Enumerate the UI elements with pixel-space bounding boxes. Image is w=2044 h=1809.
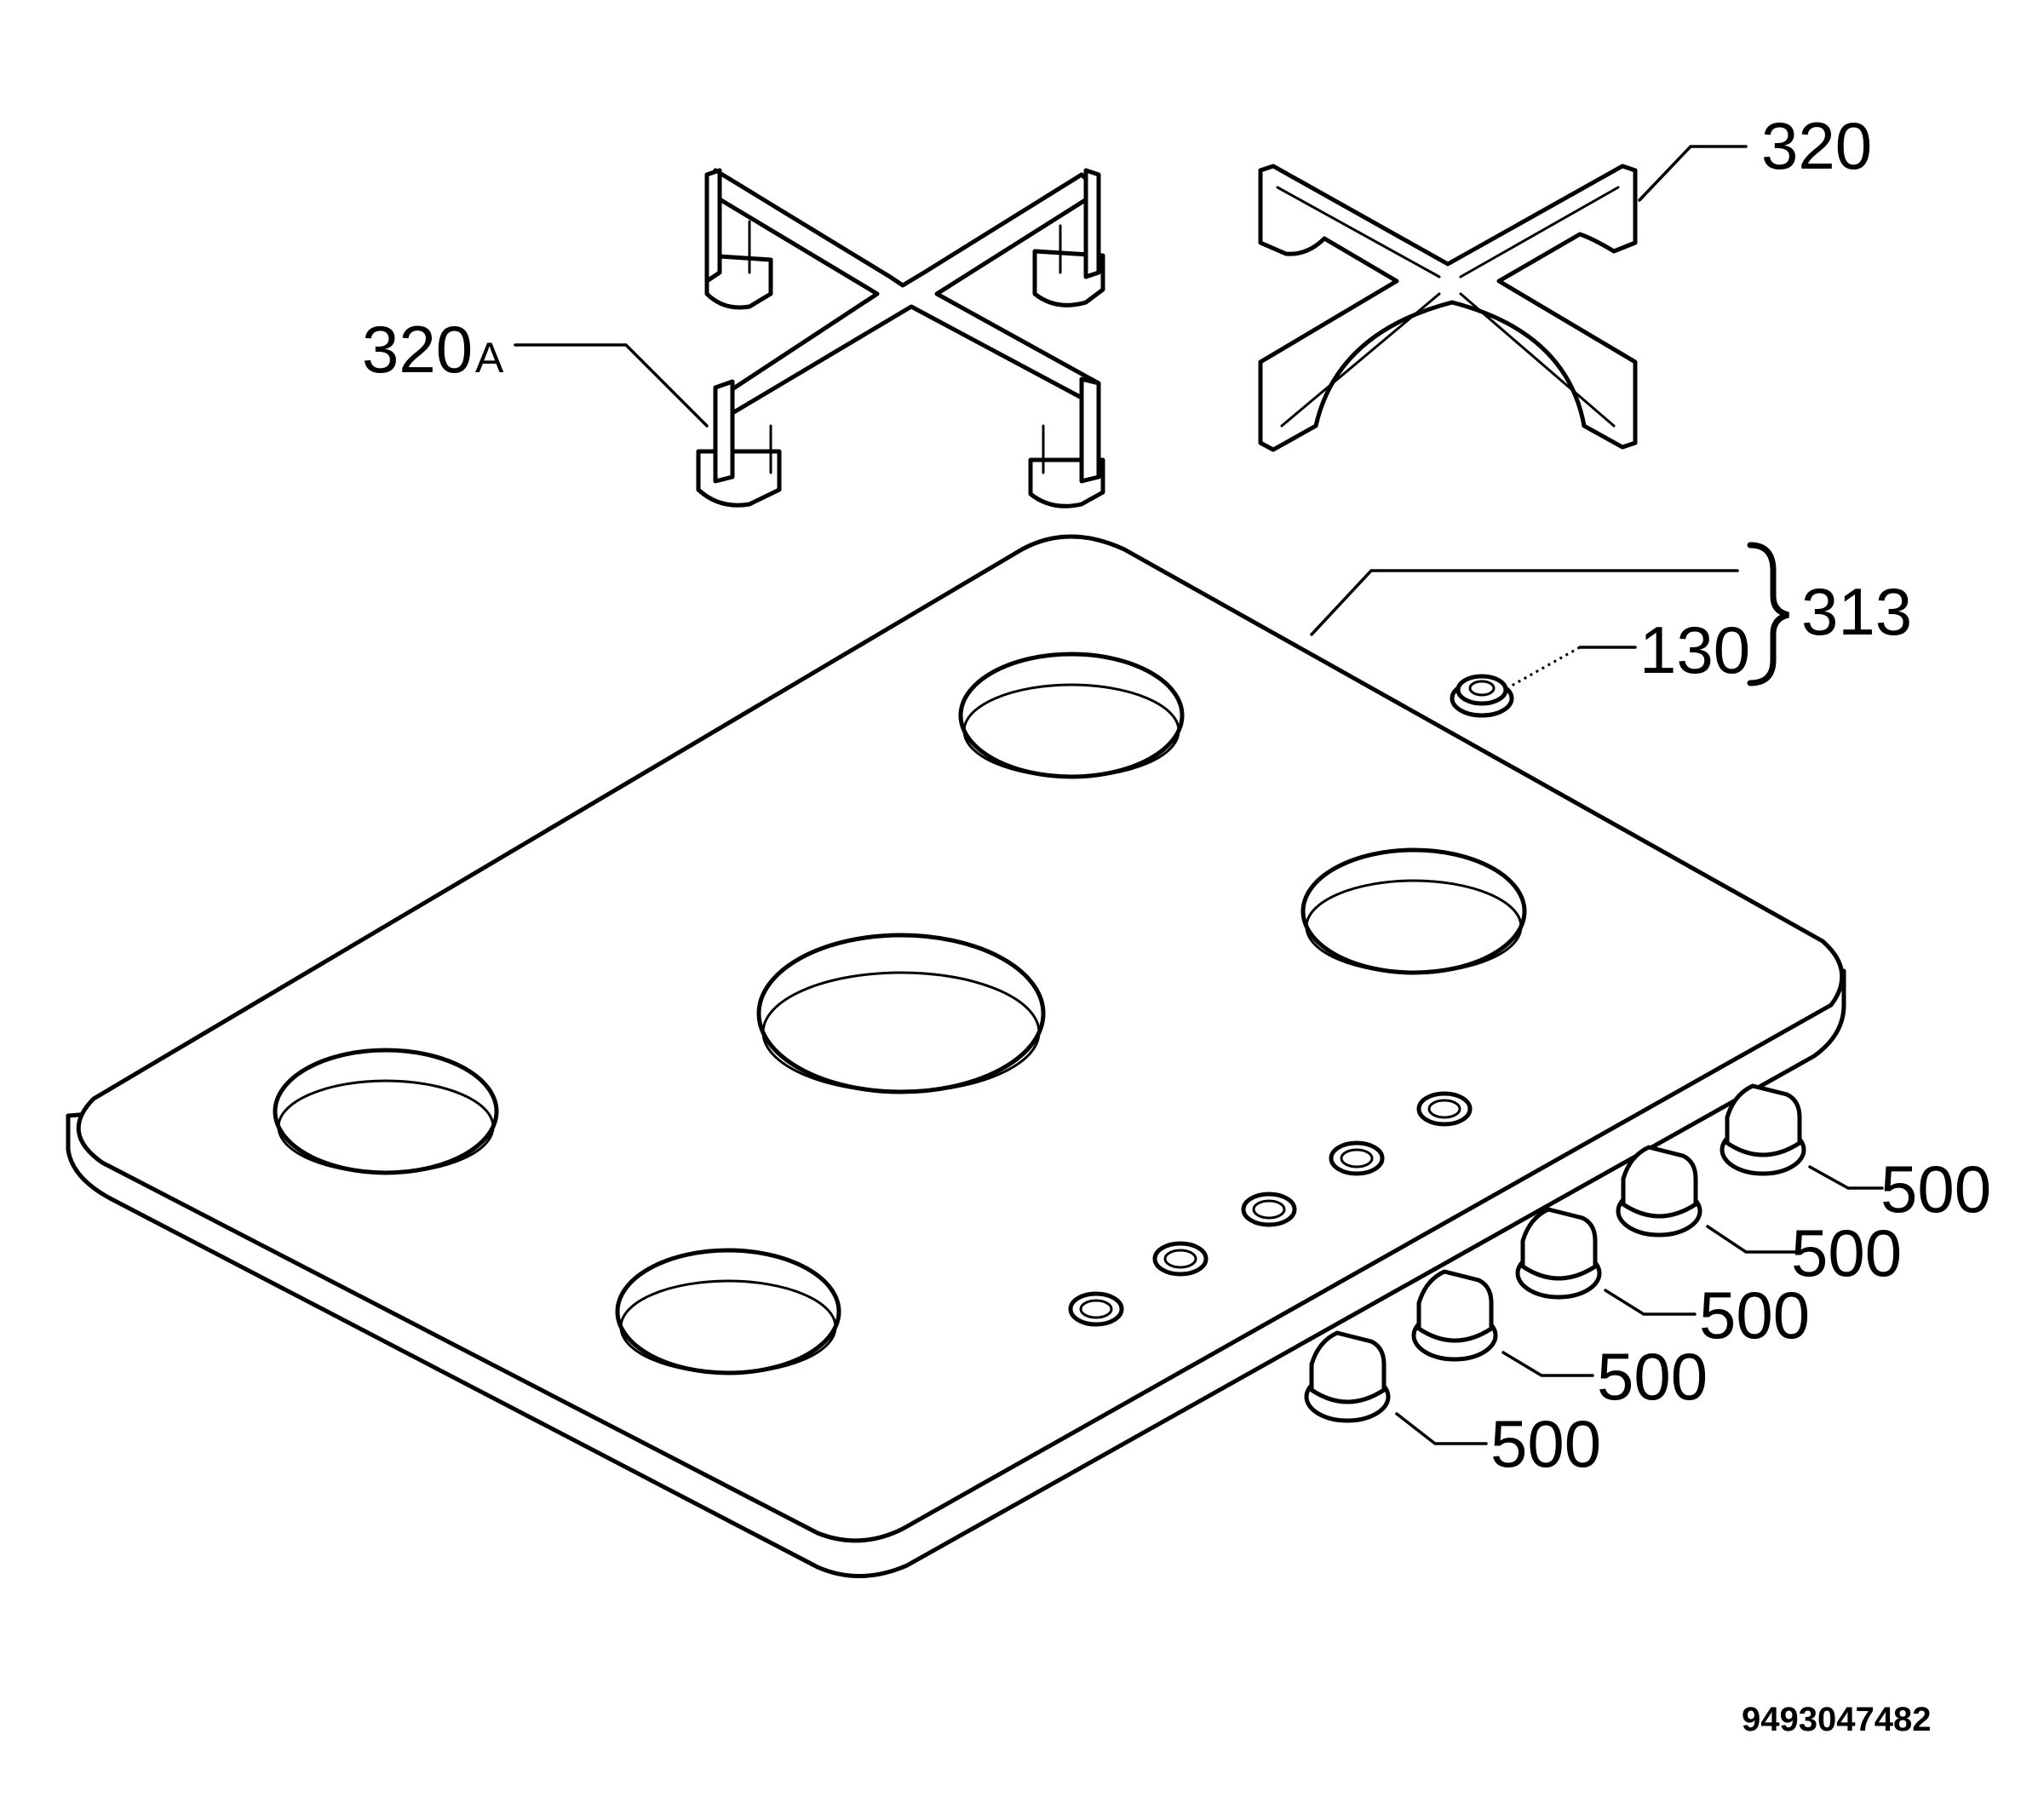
burner-hole-rear — [958, 652, 1185, 779]
burner-hole-center — [756, 933, 1046, 1094]
label-320a-suffix: A — [475, 334, 504, 382]
group-brace — [1747, 542, 1789, 686]
label-knob-5: 500 — [1880, 1151, 1991, 1226]
pan-support-320a — [696, 168, 1105, 508]
knob-shaft-holes — [1068, 1091, 1473, 1327]
label-knob-1: 500 — [1490, 1406, 1601, 1481]
burner-hole-front — [615, 1248, 841, 1375]
hob-top-plate — [66, 534, 1846, 1578]
pan-support-320 — [1258, 164, 1638, 452]
label-320: 320 — [1761, 108, 1872, 183]
knob-2 — [1411, 1269, 1498, 1362]
knob-4 — [1616, 1145, 1702, 1238]
label-knob-2: 500 — [1597, 1339, 1708, 1414]
burner-hole-right — [1300, 847, 1527, 975]
knob-5 — [1720, 1083, 1806, 1176]
label-313: 313 — [1801, 574, 1912, 649]
label-knob-4: 500 — [1791, 1215, 1902, 1290]
part-labels: 320 A 320 313 130 500 500 500 500 500 — [362, 108, 1991, 1481]
control-knobs — [1304, 1083, 1806, 1423]
knob-3 — [1515, 1207, 1602, 1300]
label-130: 130 — [1639, 612, 1750, 687]
burner-hole-left — [273, 1048, 499, 1175]
label-320a-number: 320 — [362, 312, 473, 387]
document-number: 9493047482 — [1742, 1701, 1931, 1738]
knob-1 — [1304, 1330, 1391, 1423]
leader-lines — [514, 145, 1884, 1445]
label-knob-3: 500 — [1699, 1278, 1810, 1352]
injector-part — [1450, 674, 1514, 718]
